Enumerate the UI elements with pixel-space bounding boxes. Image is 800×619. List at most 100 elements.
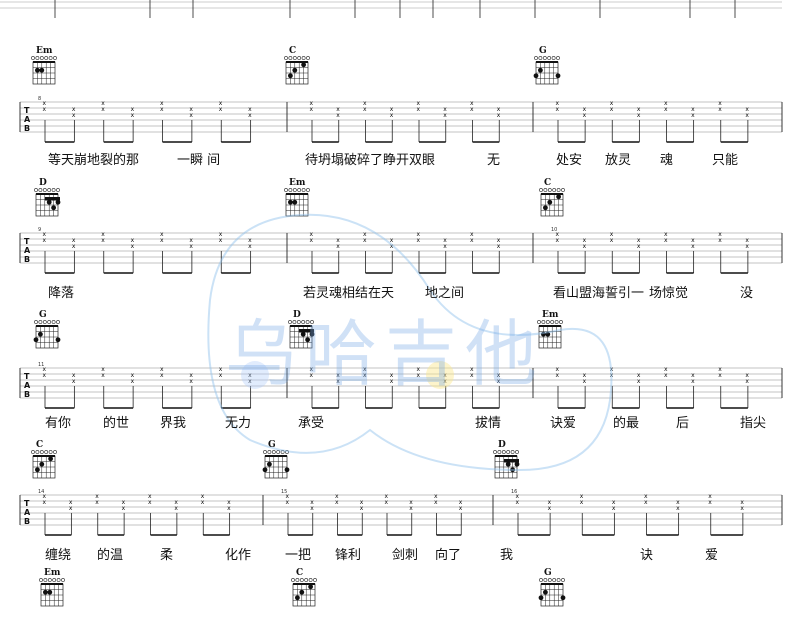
- strum-x: x: [219, 231, 223, 238]
- chord-name: G: [539, 46, 547, 56]
- open-string-mark: [276, 450, 281, 454]
- finger-dot: [55, 337, 61, 343]
- strum-x: x: [336, 112, 340, 119]
- strum-x: x: [443, 378, 447, 385]
- strum-x: x: [390, 378, 394, 385]
- strum-x: x: [363, 237, 367, 244]
- strum-x: x: [718, 372, 722, 379]
- strum-x: x: [174, 499, 178, 506]
- strum-x: x: [160, 100, 164, 107]
- strum-x: x: [131, 372, 135, 379]
- strum-x: x: [459, 499, 463, 506]
- strum-x: x: [310, 106, 314, 113]
- strum-x: x: [691, 237, 695, 244]
- open-string-mark: [42, 320, 47, 324]
- strum-x: x: [497, 243, 501, 250]
- strum-x: x: [548, 505, 552, 512]
- open-string-mark: [39, 56, 44, 60]
- finger-dot: [301, 62, 306, 68]
- strum-x: x: [390, 106, 394, 113]
- strum-x: x: [248, 106, 252, 113]
- strum-x: x: [336, 378, 340, 385]
- lyric-text: 诀: [640, 548, 654, 563]
- strum-x: x: [189, 243, 193, 250]
- strum-x: x: [101, 231, 105, 238]
- finger-dot: [48, 456, 53, 462]
- tab-clef: T: [24, 237, 30, 246]
- open-string-mark: [285, 450, 289, 454]
- strum-x: x: [497, 112, 501, 119]
- open-string-mark: [301, 56, 306, 60]
- open-string-mark: [56, 578, 61, 582]
- strum-x: x: [497, 378, 501, 385]
- strum-x: x: [131, 237, 135, 244]
- chord-name: D: [39, 178, 47, 188]
- lyric-text: 放灵: [605, 153, 632, 168]
- chord-name: C: [289, 46, 297, 56]
- lyric-text: 的世: [103, 416, 130, 431]
- strum-x: x: [219, 100, 223, 107]
- open-string-mark: [554, 320, 559, 324]
- strum-x: x: [459, 505, 463, 512]
- lyric-text: 没: [740, 286, 754, 301]
- chord-name: C: [544, 178, 552, 188]
- lyric-text: 指尖: [740, 416, 767, 431]
- open-string-mark: [31, 56, 35, 60]
- tab-clef: B: [24, 255, 30, 264]
- tab-clef: T: [24, 499, 30, 508]
- barre-mark: [44, 197, 60, 201]
- watermark-guitar-outline: [207, 213, 613, 472]
- strum-x: x: [310, 366, 314, 373]
- finger-dot: [33, 337, 39, 343]
- strum-x: x: [497, 237, 501, 244]
- finger-dot: [547, 199, 553, 205]
- open-string-mark: [53, 450, 57, 454]
- open-string-mark: [43, 578, 48, 582]
- open-string-mark: [493, 450, 497, 454]
- strum-x: x: [443, 372, 447, 379]
- strum-x: x: [443, 112, 447, 119]
- strum-x: x: [644, 499, 648, 506]
- open-string-mark: [547, 188, 552, 192]
- barre-mark: [298, 329, 314, 333]
- strum-x: x: [189, 372, 193, 379]
- lyric-text: 待坍塌破碎了睁开双眼: [305, 153, 436, 168]
- strum-x: x: [556, 237, 560, 244]
- finger-dot: [299, 589, 305, 595]
- strum-x: x: [740, 505, 744, 512]
- strum-x: x: [718, 106, 722, 113]
- lyric-text: 缠绕: [45, 548, 72, 563]
- open-string-mark: [299, 578, 304, 582]
- tab-clef: A: [24, 508, 31, 517]
- strum-x: x: [160, 231, 164, 238]
- open-string-mark: [306, 56, 310, 60]
- strum-x: x: [390, 112, 394, 119]
- open-string-mark: [61, 578, 65, 582]
- strum-x: x: [470, 366, 474, 373]
- strum-x: x: [101, 372, 105, 379]
- strum-x: x: [335, 493, 339, 500]
- strum-x: x: [612, 499, 616, 506]
- strum-x: x: [43, 493, 47, 500]
- strum-x: x: [434, 499, 438, 506]
- measure-number: 11: [38, 362, 44, 368]
- strum-x: x: [583, 243, 587, 250]
- open-string-mark: [539, 188, 543, 192]
- strum-x: x: [189, 378, 193, 385]
- open-string-mark: [550, 320, 555, 324]
- open-string-mark: [52, 578, 57, 582]
- finger-dot: [43, 589, 48, 595]
- strum-x: x: [363, 100, 367, 107]
- finger-dot: [284, 467, 290, 473]
- open-string-mark: [301, 188, 306, 192]
- lyric-text: 地之间: [425, 286, 465, 301]
- open-string-mark: [556, 188, 561, 192]
- open-string-mark: [556, 56, 560, 60]
- open-string-mark: [35, 450, 40, 454]
- finger-dot: [533, 73, 539, 79]
- open-string-mark: [48, 56, 53, 60]
- strum-x: x: [443, 106, 447, 113]
- strum-x: x: [610, 366, 614, 373]
- open-string-mark: [515, 450, 519, 454]
- strum-x: x: [516, 493, 520, 500]
